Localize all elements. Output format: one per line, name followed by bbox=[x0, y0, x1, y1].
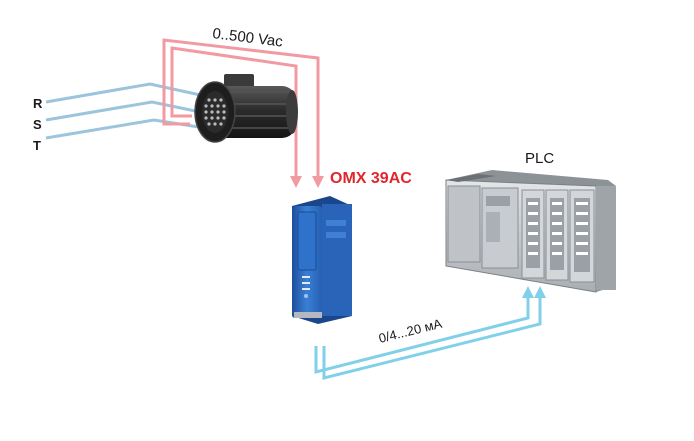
phase-s-wire bbox=[45, 100, 206, 122]
output-signal-wires bbox=[314, 296, 542, 380]
plc-power-module bbox=[447, 185, 481, 263]
voltage-arrow-2 bbox=[312, 176, 324, 188]
output-arrow-2 bbox=[534, 286, 546, 298]
voltage-arrow-1 bbox=[290, 176, 302, 188]
three-phase-lines bbox=[45, 82, 206, 140]
phase-r-label: R bbox=[33, 96, 43, 111]
voltage-wire-outer bbox=[162, 38, 320, 178]
phase-t-label: T bbox=[33, 138, 41, 153]
din-rail-module-icon bbox=[292, 196, 352, 324]
phase-s-label: S bbox=[33, 117, 42, 132]
device-title: OMX 39AC bbox=[330, 170, 412, 187]
plc-label: PLC bbox=[525, 150, 554, 167]
output-wire-2 bbox=[322, 296, 542, 380]
plc-rack-icon bbox=[445, 170, 616, 293]
output-arrow-1 bbox=[522, 286, 534, 298]
output-wire-1 bbox=[314, 296, 530, 374]
phase-r-wire bbox=[45, 82, 206, 104]
electric-motor-icon bbox=[194, 74, 298, 143]
